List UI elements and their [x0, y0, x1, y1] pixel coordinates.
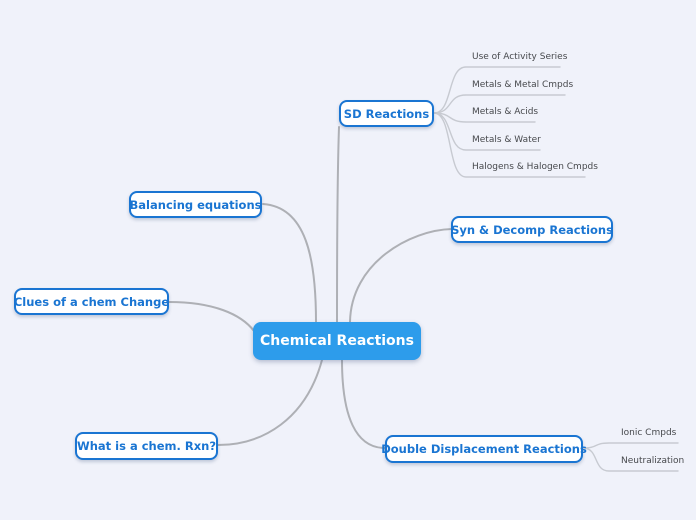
- connector-root-syn-decomp: [349, 228, 453, 323]
- connector-leaf-neutralization: [582, 447, 679, 472]
- node-chemical-reactions[interactable]: Chemical Reactions: [253, 322, 421, 360]
- leaf-neutralization[interactable]: Neutralization: [621, 456, 685, 466]
- leaf-ionic-cmpds[interactable]: Ionic Cmpds: [621, 428, 677, 438]
- connector-leaf-halogens-halogen-cmpds: [433, 112, 586, 178]
- leaf-use-of-activity-series[interactable]: Use of Activity Series: [472, 52, 568, 62]
- connector-leaf-metals-metal-cmpds: [433, 94, 566, 114]
- leaf-halogens-halogen-cmpds[interactable]: Halogens & Halogen Cmpds: [472, 162, 598, 172]
- connector-root-what-is: [217, 359, 323, 446]
- connector-leaf-metals-water: [433, 112, 541, 151]
- connector-root-clues: [168, 301, 255, 332]
- leaf-metals-metal-cmpds[interactable]: Metals & Metal Cmpds: [472, 80, 574, 90]
- leaf-metals-acids[interactable]: Metals & Acids: [472, 107, 539, 117]
- connector-root-balancing-equations: [262, 203, 317, 323]
- node-what-is-a-chem-rxn[interactable]: What is a chem. Rxn?: [75, 432, 218, 460]
- leaf-metals-water[interactable]: Metals & Water: [472, 135, 541, 145]
- node-balancing-equations[interactable]: Balancing equations: [129, 191, 262, 218]
- node-clues-of-a-chem-change[interactable]: Clues of a chem Change: [14, 288, 169, 315]
- connector-root-sd-reactions: [336, 126, 340, 323]
- node-syn-decomp-reactions[interactable]: Syn & Decomp Reactions: [451, 216, 613, 243]
- connector-root-double-displacement: [341, 359, 386, 449]
- node-sd-reactions[interactable]: SD Reactions: [339, 100, 434, 127]
- node-double-displacement-reactions[interactable]: Double Displacement Reactions: [381, 435, 587, 463]
- connector-leaf-use-of-activity-series: [433, 66, 561, 114]
- connector-leaf-ionic-cmpds: [582, 442, 679, 449]
